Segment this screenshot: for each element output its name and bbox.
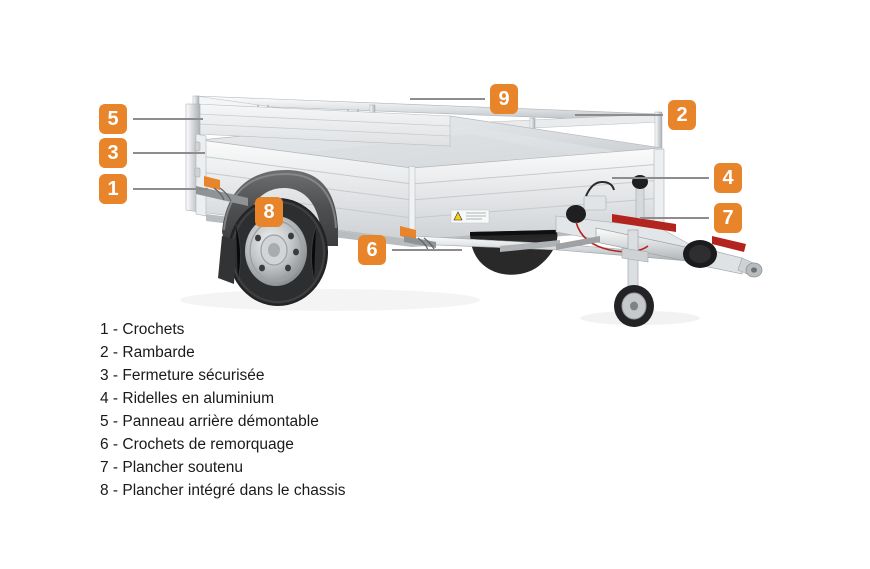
callout-badge-6[interactable]: 6 bbox=[358, 235, 386, 265]
leader-line-7 bbox=[640, 217, 709, 219]
legend-list: 1 - Crochets 2 - Rambarde 3 - Fermeture … bbox=[100, 318, 346, 502]
callout-badge-1[interactable]: 1 bbox=[99, 174, 127, 204]
callout-badge-9[interactable]: 9 bbox=[490, 84, 518, 114]
legend-item-8: 8 - Plancher intégré dans le chassis bbox=[100, 482, 346, 499]
legend-item-1: 1 - Crochets bbox=[100, 321, 185, 338]
leader-line-4 bbox=[612, 177, 709, 179]
callout-badge-7[interactable]: 7 bbox=[714, 203, 742, 233]
legend-item-6: 6 - Crochets de remorquage bbox=[100, 436, 294, 453]
callout-badge-8[interactable]: 8 bbox=[255, 197, 283, 227]
legend-item-2: 2 - Rambarde bbox=[100, 344, 195, 361]
trailer-illustration bbox=[180, 95, 763, 327]
leader-line-3 bbox=[133, 152, 205, 154]
leader-line-2 bbox=[575, 114, 663, 116]
callout-badge-5[interactable]: 5 bbox=[99, 104, 127, 134]
leader-line-9 bbox=[410, 98, 485, 100]
legend-item-3: 3 - Fermeture sécurisée bbox=[100, 367, 265, 384]
legend-item-5: 5 - Panneau arrière démontable bbox=[100, 413, 319, 430]
callout-badge-4[interactable]: 4 bbox=[714, 163, 742, 193]
callout-badge-2[interactable]: 2 bbox=[668, 100, 696, 130]
leader-line-6 bbox=[392, 249, 462, 251]
legend-item-7: 7 - Plancher soutenu bbox=[100, 459, 244, 476]
leader-line-5 bbox=[133, 118, 203, 120]
legend-item-4: 4 - Ridelles en aluminium bbox=[100, 390, 275, 407]
leader-line-1 bbox=[133, 188, 208, 190]
callout-badge-3[interactable]: 3 bbox=[99, 138, 127, 168]
